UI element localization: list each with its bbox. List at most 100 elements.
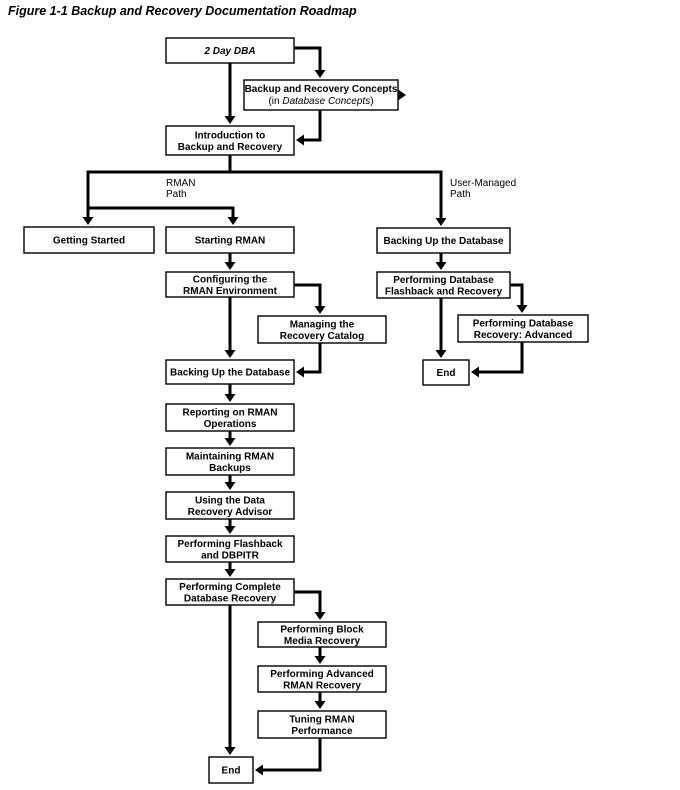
node-label: Getting Started bbox=[53, 236, 125, 247]
connector-arrow bbox=[224, 519, 236, 534]
arrowhead bbox=[296, 366, 304, 378]
node-label: Backups bbox=[209, 463, 251, 474]
node-label: 2 Day DBA bbox=[203, 46, 255, 57]
node-box bbox=[457, 314, 589, 343]
node-label: Media Recovery bbox=[284, 636, 361, 647]
connector-arrow bbox=[314, 647, 326, 664]
connector-arrow bbox=[224, 63, 236, 124]
node-label: Performing Advanced bbox=[270, 669, 374, 680]
connector-line bbox=[294, 46, 322, 70]
arrowhead bbox=[314, 306, 326, 314]
arrowhead bbox=[224, 262, 236, 270]
node-label: and DBPITR bbox=[201, 550, 260, 561]
connector-arrow bbox=[224, 431, 236, 446]
node-concepts: Backup and Recovery Concepts(in Database… bbox=[243, 79, 399, 111]
node-label: Backup and Recovery bbox=[178, 142, 283, 153]
figure-caption: Figure 1-1 Backup and Recovery Documenta… bbox=[8, 4, 357, 18]
arrowhead bbox=[296, 134, 304, 146]
arrowhead bbox=[435, 218, 447, 226]
connector-line bbox=[294, 590, 322, 612]
node-label: Tuning RMAN bbox=[289, 714, 354, 725]
node-label: Backup and Recovery Concepts bbox=[245, 84, 398, 95]
node-box bbox=[165, 359, 295, 385]
node-label: Configuring the bbox=[193, 274, 268, 285]
node-label: Recovery: Advanced bbox=[474, 330, 573, 341]
arrowhead bbox=[224, 116, 236, 124]
connector-arrow bbox=[398, 89, 406, 101]
connector-arrow bbox=[471, 342, 524, 378]
node-box bbox=[208, 756, 254, 784]
connector-arrow bbox=[510, 283, 528, 313]
connector-arrow bbox=[224, 297, 236, 358]
node-label: Introduction to bbox=[195, 130, 266, 141]
node-label: RMAN Recovery bbox=[283, 680, 361, 691]
node-label: Recovery Advisor bbox=[188, 507, 273, 518]
node-sublabel: (in Database Concepts) bbox=[268, 96, 373, 107]
node-box bbox=[257, 621, 387, 648]
node-label: End bbox=[222, 766, 241, 777]
node-label: Flashback and Recovery bbox=[385, 286, 503, 297]
node-label: Starting RMAN bbox=[195, 236, 266, 247]
node-box bbox=[165, 578, 295, 606]
node-label: Performing Flashback bbox=[177, 539, 282, 550]
arrowhead bbox=[398, 89, 406, 101]
node-label: Performing Database bbox=[393, 275, 494, 286]
node-box bbox=[257, 315, 387, 344]
connector-arrow bbox=[255, 738, 322, 776]
node-label: Performing Block bbox=[280, 624, 364, 635]
connector-arrow bbox=[224, 253, 236, 270]
arrowhead bbox=[227, 217, 239, 225]
connector-lines bbox=[82, 46, 528, 776]
node-box bbox=[165, 403, 295, 432]
node-box bbox=[243, 79, 399, 111]
node-two-day-dba: 2 Day DBA bbox=[165, 37, 295, 64]
node-box bbox=[23, 226, 155, 254]
node-label: Using the Data bbox=[195, 495, 265, 506]
node-label: Backing Up the Database bbox=[170, 368, 290, 379]
connector-arrow bbox=[435, 298, 447, 358]
arrowhead bbox=[516, 305, 528, 313]
node-box bbox=[376, 227, 511, 254]
node-label: Performance bbox=[291, 726, 353, 737]
node-box bbox=[257, 665, 387, 693]
node-box bbox=[376, 271, 511, 299]
node-label: Performing Complete bbox=[179, 582, 281, 593]
arrowhead bbox=[224, 350, 236, 358]
node-getting-started: Getting Started bbox=[23, 226, 155, 254]
connector-arrow bbox=[224, 605, 236, 755]
node-label: Managing the bbox=[290, 319, 355, 330]
node-end-left: End bbox=[208, 756, 254, 784]
connector-arrow bbox=[224, 384, 236, 402]
arrowhead bbox=[435, 262, 447, 270]
arrowhead bbox=[224, 569, 236, 577]
connector-line bbox=[479, 342, 524, 374]
connector-arrow bbox=[88, 206, 239, 225]
node-label: Operations bbox=[204, 419, 257, 430]
connector-arrow bbox=[314, 692, 326, 709]
arrowhead bbox=[435, 350, 447, 358]
connector-line bbox=[294, 283, 322, 306]
arrowhead bbox=[314, 70, 326, 78]
connector-line bbox=[86, 155, 232, 217]
arrowhead bbox=[224, 394, 236, 402]
connector-line bbox=[304, 343, 322, 374]
arrowhead bbox=[255, 764, 263, 776]
connector-arrow bbox=[224, 562, 236, 577]
node-box bbox=[165, 535, 295, 563]
connector-arrow bbox=[294, 46, 326, 78]
node-label: RMAN Environment bbox=[183, 286, 278, 297]
node-box bbox=[165, 491, 295, 520]
node-label: Recovery Catalog bbox=[280, 331, 364, 342]
node-box bbox=[422, 359, 470, 386]
node-label: Reporting on RMAN bbox=[183, 407, 278, 418]
node-label: Maintaining RMAN bbox=[186, 451, 274, 462]
connector-arrow bbox=[230, 170, 447, 226]
